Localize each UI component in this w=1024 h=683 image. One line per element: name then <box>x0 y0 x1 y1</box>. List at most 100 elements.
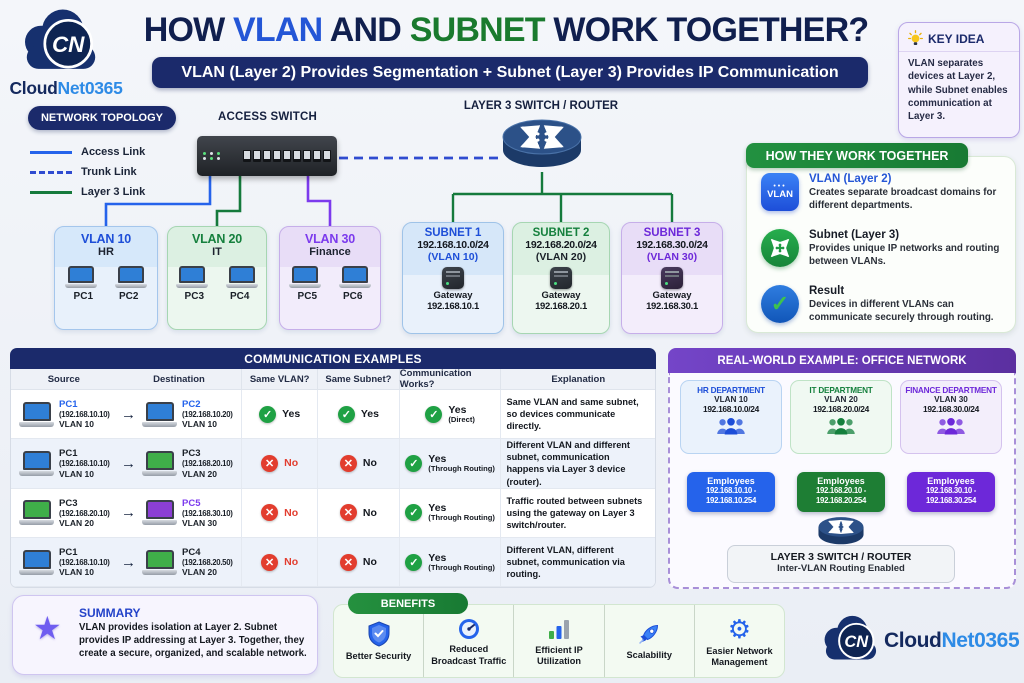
source-dest-cell: PC3(192.168.20.10)VLAN 20 → PC5(192.168.… <box>11 488 243 537</box>
dept-vlan: VLAN 10 <box>714 395 748 404</box>
check-icon: ✓ <box>761 285 799 323</box>
works-value: Yes <box>428 502 447 515</box>
item-desc: Creates separate broadcast domains for d… <box>809 187 997 211</box>
benefit-label: Better Security <box>345 651 412 662</box>
subnet1-vlan: (VLAN 10) <box>427 251 479 263</box>
dept-cidr: 192.168.10.0/24 <box>702 404 760 414</box>
laptop-icon <box>339 266 371 288</box>
source-device: PC1(192.168.10.10)VLAN 10 <box>19 547 115 577</box>
logo-wordmark: CloudNet0365 <box>0 78 132 99</box>
works-value: Yes <box>428 453 447 466</box>
vlan20-pcs <box>168 266 266 288</box>
col-destination: Destination <box>117 369 243 389</box>
subnet3-cidr: 192.168.30.0/24 <box>636 239 708 251</box>
gateway-device-icon <box>442 267 464 289</box>
router-box-title: LAYER 3 SWITCH / ROUTER <box>770 551 912 563</box>
laptop-icon <box>142 450 177 476</box>
router-icon <box>818 517 864 545</box>
footer-logo-wordmark: CloudNet0365 <box>884 629 1020 653</box>
key-idea-card: KEY IDEA VLAN separates devices at Layer… <box>898 22 1020 138</box>
item-title: VLAN (Layer 2) <box>809 173 892 185</box>
router-box-subtitle: Inter-VLAN Routing Enabled <box>777 563 905 574</box>
table-row: PC1(192.168.10.10)VLAN 10 → PC3(192.168.… <box>11 439 655 489</box>
subnet3-vlan: (VLAN 30) <box>646 251 698 263</box>
it-department-card: IT DEPARTMENT VLAN 20 192.168.20.0/24 <box>790 380 892 454</box>
logo-net-text: Net0365 <box>57 78 123 98</box>
pc-vlan: VLAN 20 <box>182 468 217 479</box>
pc-vlan: VLAN 10 <box>59 419 94 430</box>
legend-trunk-link: Trunk Link <box>30 162 145 182</box>
vlan10-title: VLAN 10 <box>80 232 131 246</box>
source-dest-cell: PC1(192.168.10.10)VLAN 10 → PC3(192.168.… <box>11 439 243 488</box>
vlan30-title: VLAN 30 <box>304 232 355 246</box>
dest-device: PC3(192.168.20.10)VLAN 20 <box>142 448 238 479</box>
how-together-item-subnet: Subnet (Layer 3) Provides unique IP netw… <box>761 229 1005 268</box>
switch-leds <box>203 152 222 160</box>
pc-label: PC4 <box>230 291 250 302</box>
same-vlan-value: No <box>284 457 299 470</box>
subnet1-title: SUBNET 1 <box>424 227 482 239</box>
pc-label: PC6 <box>343 291 363 302</box>
legend-layer3-link: Layer 3 Link <box>30 182 145 202</box>
laptop-icon <box>142 500 177 526</box>
works-cell: ✓Yes(Through Routing) <box>400 488 502 537</box>
benefit-broadcast: Reduced Broadcast Traffic <box>423 605 513 677</box>
benefits-heading: BENEFITS <box>348 593 468 614</box>
title-part3: WORK TOGETHER? <box>544 11 869 49</box>
benefit-scalability: Scalability <box>603 605 694 677</box>
gateway-ip: 192.168.30.1 <box>646 301 698 312</box>
works-cell: ✓Yes(Direct) <box>400 390 502 439</box>
source-dest-cell: PC1(192.168.10.10)VLAN 10 → PC2(192.168.… <box>11 390 243 439</box>
layer3-router-label: LAYER 3 SWITCH / ROUTER <box>463 100 619 112</box>
laptop-icon <box>19 401 54 427</box>
item-title: Result <box>809 285 845 297</box>
col-explanation: Explanation <box>551 373 606 385</box>
key-idea-header: KEY IDEA <box>899 23 1019 52</box>
pc-ip: (192.168.10.10) <box>59 410 110 420</box>
pc-vlan: VLAN 20 <box>182 567 217 578</box>
finance-employees-box: Employees 192.168.30.10 -192.168.30.254 <box>907 472 995 512</box>
dept-cidr: 192.168.30.0/24 <box>922 404 980 414</box>
pc-name: PC3 <box>182 448 201 460</box>
works-sub: (Direct) <box>448 414 475 424</box>
col-works: Communication Works? <box>400 369 502 390</box>
pc-vlan: VLAN 10 <box>59 567 94 578</box>
vlan10-dept: HR <box>98 246 114 258</box>
pc-ip: (192.168.20.50) <box>182 558 233 568</box>
finance-department-card: FINANCE DEPARTMENT VLAN 30 192.168.30.0/… <box>900 380 1002 454</box>
works-cell: ✓Yes(Through Routing) <box>400 439 502 488</box>
subnet3-box: SUBNET 3 192.168.30.0/24 (VLAN 30) Gatew… <box>621 222 723 334</box>
employees-label: Employees <box>817 476 865 486</box>
access-link-line-icon <box>30 150 72 154</box>
pc-label: PC1 <box>73 291 93 302</box>
comm-examples-heading: COMMUNICATION EXAMPLES <box>10 348 656 369</box>
summary-text: VLAN provides isolation at Layer 2. Subn… <box>79 622 307 659</box>
table-header-row: Source Destination Same VLAN? Same Subne… <box>11 369 655 390</box>
explanation-cell: Traffic routed between subnets using the… <box>506 495 643 530</box>
how-together-card: ••• VLAN VLAN (Layer 2) Creates separate… <box>746 156 1016 333</box>
subnet2-box: SUBNET 2 192.168.20.0/24 (VLAN 20) Gatew… <box>512 222 610 334</box>
cross-icon: ✕ <box>339 454 357 472</box>
benefits-card: Better Security Reduced Broadcast Traffi… <box>333 604 785 678</box>
dept-name: FINANCE DEPARTMENT <box>905 386 997 395</box>
source-device: PC1(192.168.10.10)VLAN 10 <box>19 448 115 479</box>
table-row: PC3(192.168.20.10)VLAN 20 → PC5(192.168.… <box>11 488 655 538</box>
check-glyph: ✓ <box>770 291 790 316</box>
pc-vlan: VLAN 30 <box>182 517 217 528</box>
trunk-link-line-icon <box>30 170 72 174</box>
arrow-right-icon: → <box>121 504 136 522</box>
works-value: Yes <box>428 551 447 564</box>
how-together-item-result: ✓ Result Devices in different VLANs can … <box>761 285 1005 324</box>
laptop-icon <box>142 401 177 427</box>
pc-name: PC4 <box>182 546 201 558</box>
pc-name: PC5 <box>182 497 201 509</box>
cross-icon: ✕ <box>261 553 279 571</box>
topology-legend: Access Link Trunk Link Layer 3 Link <box>30 142 145 202</box>
pc-vlan: VLAN 10 <box>182 419 217 430</box>
legend-label: Trunk Link <box>81 166 137 178</box>
pc-ip: (192.168.10.10) <box>59 558 110 568</box>
subnet2-title: SUBNET 2 <box>532 227 590 239</box>
